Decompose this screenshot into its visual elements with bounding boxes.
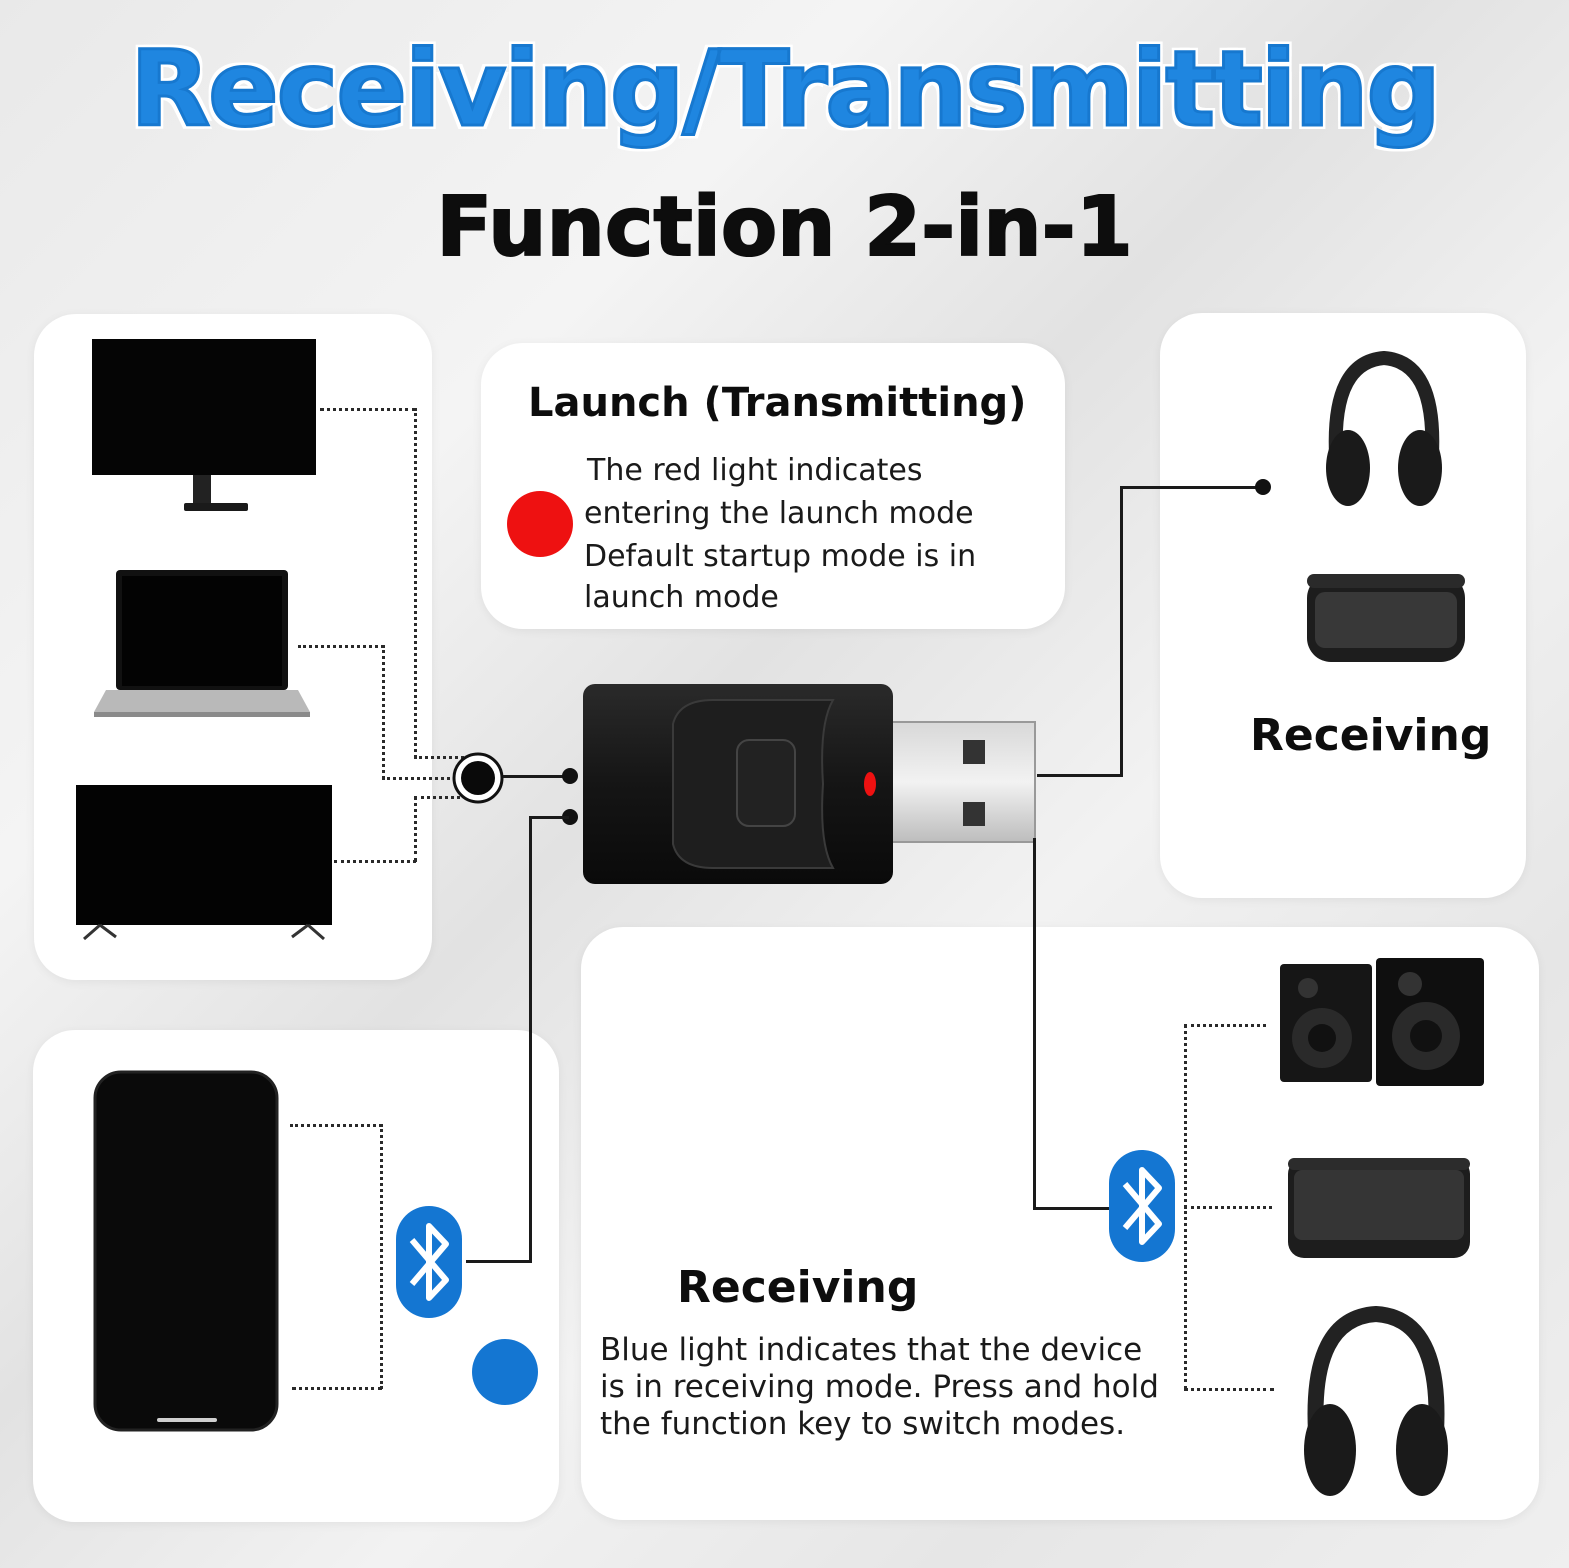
tv-icon <box>76 783 332 943</box>
launch-heading: Launch (Transmitting) <box>528 380 1027 426</box>
bluetooth-icon <box>394 1204 464 1320</box>
launch-line-4: launch mode <box>584 580 779 615</box>
page-subtitle: Function 2-in-1 <box>435 179 1134 276</box>
speaker-connector <box>1184 1206 1272 1209</box>
phone-bt-line-vertical <box>529 816 532 1263</box>
receiving-line-3: the function key to switch modes. <box>600 1406 1126 1442</box>
monitor-connector <box>320 408 416 411</box>
transmit-end-dot <box>1255 479 1271 495</box>
aux-port-dot <box>562 768 578 784</box>
laptop-connector-join <box>382 777 456 780</box>
phone-connector-bottom <box>292 1387 382 1390</box>
headphones-icon <box>1300 1300 1452 1500</box>
aux-to-adapter-line <box>503 775 569 778</box>
laptop-connector <box>298 645 384 648</box>
phone-connector-vertical <box>380 1124 383 1389</box>
receiving-line-1: Blue light indicates that the device <box>600 1332 1143 1368</box>
transmit-line-horizontal <box>1037 774 1123 777</box>
receiving-top-heading: Receiving <box>1250 710 1492 761</box>
blue-light-indicator <box>472 1339 538 1405</box>
page-title: Receiving/Transmitting <box>129 27 1443 152</box>
monitor-connector-vertical <box>414 408 417 758</box>
red-light-indicator <box>507 491 573 557</box>
speaker-icon <box>1305 570 1467 666</box>
receiving-bottom-heading: Receiving <box>677 1262 919 1313</box>
receive-line-vertical <box>1033 838 1036 1210</box>
laptop-icon <box>92 568 312 720</box>
tv-connector <box>334 860 416 863</box>
launch-line-3: Default startup mode is in <box>584 539 977 574</box>
bookshelf-speakers-icon <box>1278 954 1486 1088</box>
usb-adapter-icon <box>583 684 1039 886</box>
tv-connector-vertical <box>414 796 417 862</box>
headphones-connector <box>1184 1388 1274 1391</box>
transmit-line-top <box>1120 486 1262 489</box>
aux-jack-icon <box>451 751 505 805</box>
monitor-connector-join <box>414 756 464 759</box>
receiving-line-2: is in receiving mode. Press and hold <box>600 1369 1159 1405</box>
launch-line-2: entering the launch mode <box>584 496 974 531</box>
monitor-icon <box>92 337 316 517</box>
receive-line-horizontal <box>1033 1207 1109 1210</box>
phone-connector-top <box>290 1124 382 1127</box>
speaker-icon <box>1286 1154 1472 1262</box>
bt-port-dot <box>562 809 578 825</box>
bluetooth-icon <box>1107 1148 1177 1264</box>
tv-connector-join <box>414 796 460 799</box>
launch-line-1: The red light indicates <box>587 453 923 488</box>
smartphone-icon <box>93 1070 279 1432</box>
transmit-line-vertical <box>1120 486 1123 777</box>
laptop-connector-vertical <box>382 645 385 779</box>
phone-bt-line-horizontal <box>466 1260 532 1263</box>
headphones-icon <box>1322 344 1446 510</box>
phone-bt-line-top <box>529 816 569 819</box>
launch-info-card <box>481 343 1065 629</box>
bookshelf-connector <box>1184 1024 1266 1027</box>
